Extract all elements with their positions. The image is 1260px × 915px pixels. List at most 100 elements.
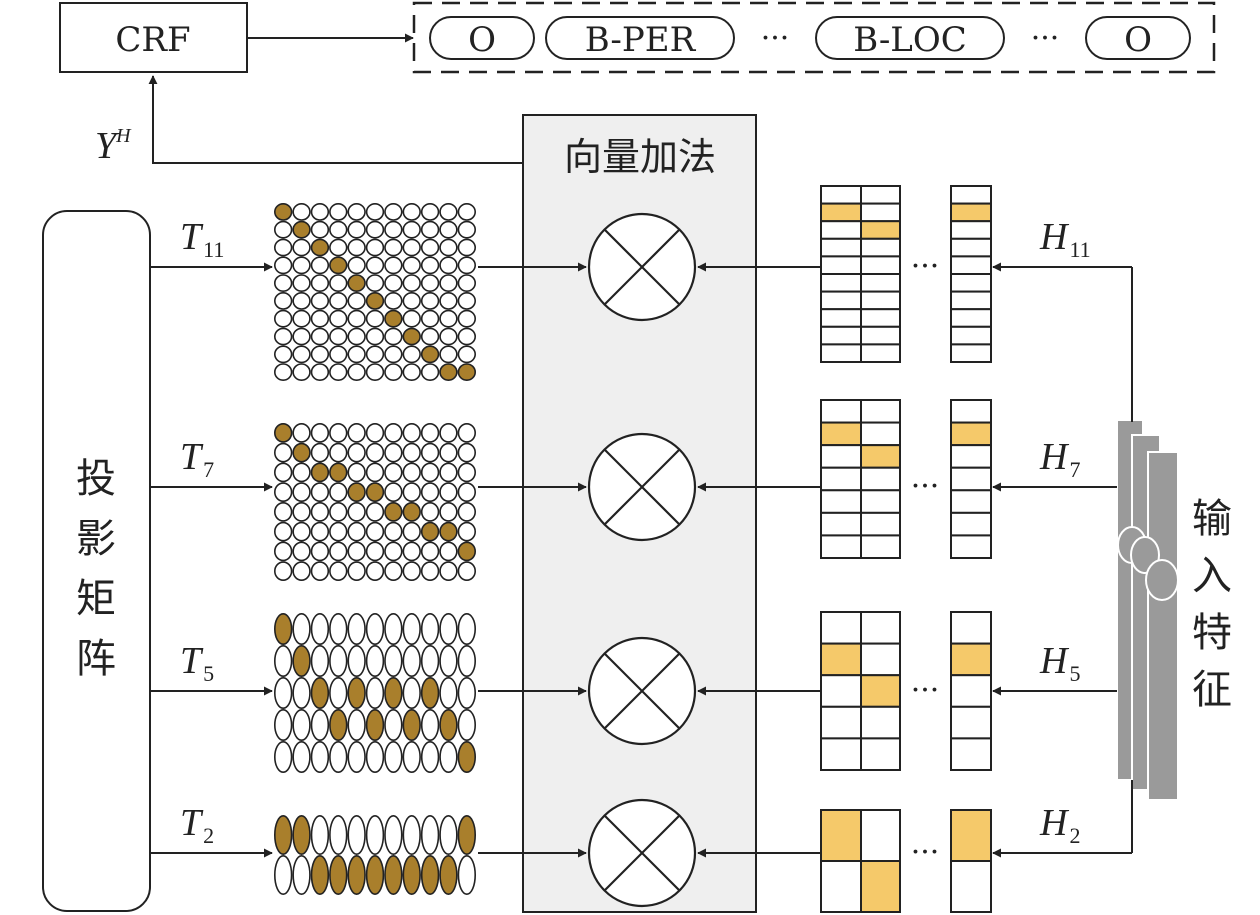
matrix-cell — [384, 327, 403, 346]
hidden-cell — [950, 466, 992, 492]
matrix-cell — [274, 521, 293, 542]
matrix-cell — [402, 612, 421, 645]
output-tag-label: B-LOC — [853, 20, 967, 60]
hidden-cell-active — [950, 642, 992, 677]
matrix-cell-active — [457, 814, 477, 855]
matrix-cell — [274, 256, 293, 275]
matrix-cell — [292, 482, 311, 502]
hidden-cell — [860, 466, 901, 492]
matrix-cell — [329, 442, 348, 463]
matrix-cell-active — [310, 854, 330, 895]
projection-matrix-grid — [274, 814, 477, 895]
matrix-cell — [347, 327, 366, 346]
matrix-cell-active — [402, 501, 421, 522]
hidden-cell — [950, 343, 992, 363]
matrix-cell — [457, 854, 477, 895]
hidden-cell — [860, 737, 901, 772]
matrix-cell — [384, 238, 403, 257]
hidden-cell-active — [860, 444, 901, 469]
matrix-cell — [439, 422, 458, 443]
matrix-cell — [365, 501, 385, 522]
multiply-operator-icon — [587, 212, 697, 322]
output-tag-label: O — [468, 20, 496, 60]
matrix-cell — [274, 541, 293, 562]
matrix-cell — [457, 521, 477, 542]
matrix-cell — [365, 238, 385, 257]
hidden-cell — [820, 255, 862, 275]
matrix-cell — [384, 612, 403, 645]
matrix-cell — [457, 422, 477, 443]
matrix-cell-active — [384, 501, 403, 522]
matrix-cell-active — [384, 676, 403, 709]
hidden-cell — [860, 290, 901, 311]
hidden-cell — [820, 185, 862, 205]
hidden-cell — [820, 444, 862, 469]
matrix-cell-active — [420, 345, 440, 364]
matrix-cell — [292, 854, 311, 895]
matrix-cell-active — [439, 363, 458, 382]
matrix-cell-active — [310, 676, 330, 709]
hidden-cell-active — [950, 421, 992, 447]
matrix-cell — [329, 676, 348, 709]
hidden-cell — [950, 220, 992, 240]
matrix-cell — [420, 202, 440, 221]
matrix-cell — [420, 238, 440, 257]
matrix-cell — [457, 482, 477, 502]
matrix-cell — [329, 291, 348, 310]
matrix-cell — [310, 327, 330, 346]
matrix-cell-active — [457, 541, 477, 562]
feedback-label: YH — [95, 125, 132, 167]
matrix-cell — [292, 676, 311, 709]
projection-row: T11···H11 — [150, 185, 1117, 382]
matrix-cell-active — [365, 482, 385, 502]
matrix-cell — [329, 740, 348, 773]
projection-label: T2 — [180, 802, 214, 848]
matrix-cell — [310, 541, 330, 562]
matrix-cell — [365, 676, 385, 709]
matrix-cell-active — [365, 708, 385, 741]
projection-char: 矩 — [76, 576, 116, 622]
hidden-cell-active — [860, 860, 901, 913]
matrix-cell — [457, 708, 477, 741]
hidden-cell — [950, 399, 992, 424]
hidden-cell — [860, 642, 901, 677]
hidden-cell — [820, 399, 862, 424]
matrix-cell-active — [347, 854, 366, 895]
matrix-cell — [329, 541, 348, 562]
matrix-cell — [310, 309, 330, 328]
matrix-cell — [347, 462, 366, 483]
hidden-cell — [820, 737, 862, 772]
hidden-cell — [950, 534, 992, 560]
matrix-cell — [292, 202, 311, 221]
hidden-state-vectors — [820, 185, 992, 363]
hidden-cell — [950, 325, 992, 346]
matrix-cell — [420, 256, 440, 275]
matrix-cell — [402, 561, 421, 581]
matrix-cell — [329, 521, 348, 542]
hidden-cell — [820, 237, 862, 258]
matrix-cell — [439, 202, 458, 221]
matrix-cell — [365, 814, 385, 855]
matrix-cell — [274, 238, 293, 257]
matrix-cell — [292, 291, 311, 310]
matrix-cell — [384, 345, 403, 364]
matrix-cell — [457, 291, 477, 310]
matrix-cell — [274, 482, 293, 502]
matrix-cell — [274, 854, 293, 895]
matrix-cell-active — [292, 220, 311, 239]
hidden-cell — [820, 534, 862, 560]
hidden-cell — [860, 255, 901, 275]
matrix-cell — [457, 561, 477, 581]
matrix-cell — [310, 256, 330, 275]
hidden-label: H7 — [1039, 436, 1080, 482]
hidden-cell — [820, 290, 862, 311]
matrix-cell — [310, 561, 330, 581]
matrix-cell — [329, 561, 348, 581]
matrix-cell — [347, 740, 366, 773]
matrix-cell — [347, 202, 366, 221]
matrix-cell — [274, 708, 293, 741]
matrix-cell — [402, 274, 421, 293]
matrix-cell — [384, 740, 403, 773]
matrix-cell-active — [274, 202, 293, 221]
